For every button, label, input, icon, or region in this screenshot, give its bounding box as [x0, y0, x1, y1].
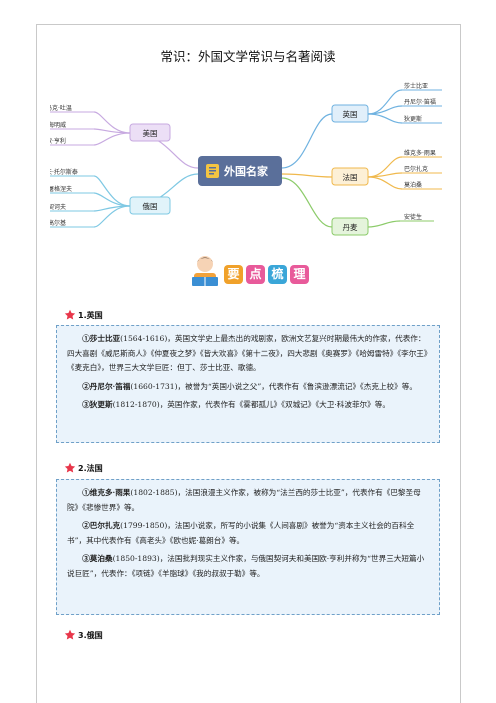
leaf-eguo-3: 契诃夫 [50, 203, 66, 211]
leaf-meiguo-2: 海明威 [50, 121, 66, 129]
author-entry: ①莎士比亚(1564-1616)，英国文学史上最杰出的戏剧家，欧洲文艺复兴时期最… [67, 332, 429, 376]
star-icon [64, 629, 76, 640]
leaf-danmai-1: 安徒生 [404, 213, 422, 221]
badge-char-1: 要 [224, 265, 243, 284]
branch-label-eguo: 俄国 [143, 201, 158, 211]
author-name: ①维克多·雨果 [82, 488, 131, 497]
section-heading-france: 2.法国 [64, 462, 103, 474]
page-title: 常识：外国文学常识与名著阅读 [160, 49, 336, 64]
author-entry: ③莫泊桑(1850-1893)，法国批判现实主义作家，与俄国契诃夫和美国欧·亨利… [67, 552, 429, 581]
leaf-yingguo-1: 莎士比亚 [404, 82, 428, 90]
key-points-badge: 要 点 梳 理 [188, 253, 318, 293]
author-entry: ①维克多·雨果(1802-1885)，法国浪漫主义作家，被称为“法兰西的莎士比亚… [67, 486, 429, 515]
section-heading-russia: 3.俄国 [64, 629, 103, 641]
section-box-france: ①维克多·雨果(1802-1885)，法国浪漫主义作家，被称为“法兰西的莎士比亚… [56, 479, 440, 615]
leaf-yingguo-2: 丹尼尔·笛福 [404, 98, 436, 106]
star-icon [64, 309, 76, 320]
author-name: ①莎士比亚 [82, 334, 121, 343]
author-name: ②丹尼尔·笛福 [82, 381, 131, 391]
badge-char-2: 点 [246, 265, 265, 284]
author-desc: (1564-1616)，英国文学史上最杰出的戏剧家，欧洲文艺复兴时期最伟大的作家… [67, 334, 428, 372]
author-name: ③狄更斯 [82, 400, 113, 409]
leaf-eguo-4: 高尔基 [50, 219, 66, 227]
center-node [198, 156, 282, 186]
branch-meiguo-box [129, 123, 171, 142]
leaf-meiguo-3: 欧·亨利 [50, 137, 66, 145]
leaf-faguo-3: 莫泊桑 [404, 181, 422, 189]
branch-label-yingguo: 英国 [343, 109, 358, 119]
author-name: ③莫泊桑 [82, 554, 113, 563]
leaf-faguo-1: 维克多·雨果 [404, 149, 436, 157]
badge-char-4: 理 [290, 265, 309, 284]
reading-child-icon [192, 256, 218, 286]
branch-label-meiguo: 美国 [143, 128, 158, 138]
author-desc: (1812-1870)，英国作家，代表作有《雾都孤儿》《双城记》《大卫·科波菲尔… [112, 400, 390, 409]
page-frame [36, 24, 461, 703]
author-name: ②巴尔扎克 [82, 521, 121, 530]
center-label: 外国名家 [223, 164, 269, 178]
leaf-meiguo-1: 马克·吐温 [50, 104, 72, 112]
mind-map: 外国名家 美国 俄国 英国 法国 丹麦 马克·吐温 海明威 欧·亨利 列夫·托尔… [50, 82, 442, 236]
branch-danmai-box [331, 217, 369, 236]
leaf-eguo-1: 列夫·托尔斯泰 [50, 168, 78, 176]
author-entry: ②巴尔扎克(1799-1850)，法国小说家，所写的小说集《人间喜剧》被誉为“资… [67, 519, 429, 548]
section-heading-text: 3.俄国 [78, 630, 103, 640]
section-heading-text: 2.法国 [78, 463, 103, 473]
branch-eguo-box [129, 196, 171, 215]
author-entry: ②丹尼尔·笛福(1660-1731)，被誉为“英国小说之父”，代表作有《鲁滨逊漂… [67, 380, 429, 395]
leaf-eguo-2: 屠格涅夫 [50, 185, 72, 193]
leaf-faguo-2: 巴尔扎克 [404, 165, 428, 173]
branch-label-danmai: 丹麦 [343, 222, 358, 232]
author-desc: (1799-1850)，法国小说家，所写的小说集《人间喜剧》被誉为“资本主义社会… [67, 521, 415, 545]
branch-label-faguo: 法国 [343, 172, 358, 182]
star-icon [64, 462, 76, 473]
section-box-england: ①莎士比亚(1564-1616)，英国文学史上最杰出的戏剧家，欧洲文艺复兴时期最… [56, 325, 440, 443]
section-heading-england: 1.英国 [64, 309, 103, 321]
leaf-yingguo-3: 狄更斯 [404, 115, 422, 123]
section-heading-text: 1.英国 [78, 310, 103, 320]
branch-yingguo-box [331, 104, 369, 123]
branch-faguo-box [331, 167, 369, 186]
author-desc: (1802-1885)，法国浪漫主义作家，被称为“法兰西的莎士比亚”，代表作有《… [67, 488, 421, 512]
author-entry: ③狄更斯(1812-1870)，英国作家，代表作有《雾都孤儿》《双城记》《大卫·… [67, 398, 429, 413]
author-desc: (1850-1893)，法国批判现实主义作家，与俄国契诃夫和美国欧·亨利并称为“… [67, 554, 425, 578]
author-desc: (1660-1731)，被誉为“英国小说之父”，代表作有《鲁滨逊漂流记》《杰克上… [130, 381, 417, 391]
badge-char-3: 梳 [268, 265, 287, 284]
